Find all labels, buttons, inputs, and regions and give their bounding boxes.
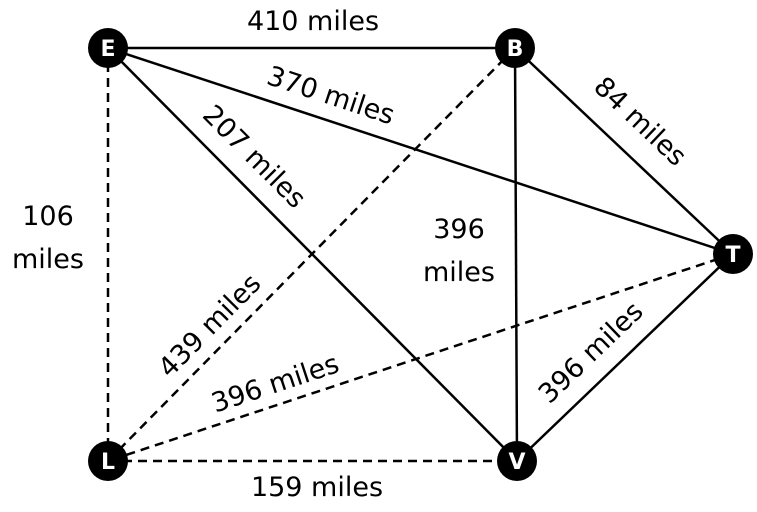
node-e: E	[88, 28, 128, 68]
edge-t-v	[516, 253, 734, 462]
edge-b-v	[513, 47, 519, 462]
edge-label-t-l: 396 miles	[208, 348, 343, 419]
edge-label-e-b: 410 miles	[247, 6, 379, 37]
node-label-e: E	[100, 37, 115, 62]
edge-b-t	[514, 47, 734, 255]
node-label-l: L	[101, 450, 115, 475]
node-b: B	[495, 28, 535, 68]
edge-label-b-v-line1: 396	[433, 214, 485, 245]
node-v: V	[497, 441, 537, 481]
edge-label-t-v: 396 miles	[533, 296, 650, 410]
node-t: T	[713, 234, 753, 274]
node-label-v: V	[508, 450, 525, 475]
edge-label-e-l-line2: miles	[12, 244, 84, 275]
edge-label-b-l: 439 miles	[153, 268, 268, 384]
node-label-t: T	[725, 243, 740, 268]
edge-e-t	[107, 46, 734, 256]
node-label-b: B	[507, 37, 524, 62]
edge-b-l	[107, 47, 516, 462]
edge-label-b-v-line2: miles	[423, 257, 495, 288]
edge-label-l-v: 159 miles	[251, 472, 383, 503]
edge-label-e-l-line1: 106	[22, 201, 74, 232]
edge-t-l	[107, 252, 734, 463]
edge-label-b-t: 84 miles	[587, 71, 692, 172]
edge-label-e-v: 207 miles	[196, 99, 311, 214]
node-l: L	[88, 441, 128, 481]
